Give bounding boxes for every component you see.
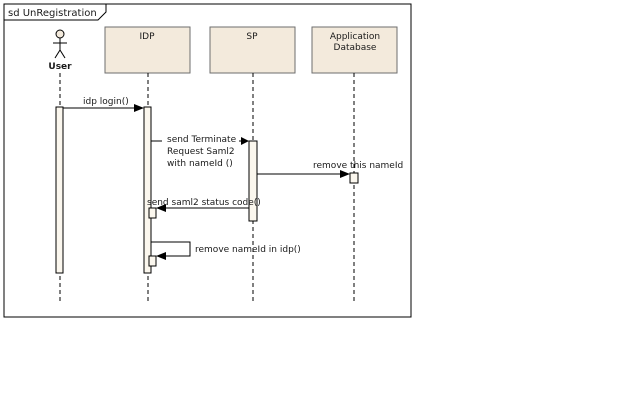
activation-idp bbox=[143, 106, 152, 274]
activation-idp-nested-1 bbox=[148, 207, 157, 219]
message-label-line-2: Request Saml2 bbox=[167, 147, 235, 157]
frame-tab bbox=[4, 4, 107, 21]
participant-box-db bbox=[311, 26, 398, 74]
participant-label-db-line-2: Database bbox=[334, 43, 377, 53]
message-label-line-1: send Terminate bbox=[167, 135, 237, 145]
participant-application-database: Application Database bbox=[311, 26, 398, 302]
arrowhead bbox=[241, 137, 249, 145]
activation-db bbox=[349, 172, 359, 184]
participant-sp: SP bbox=[209, 26, 296, 302]
message-idp-login: idp login() bbox=[63, 97, 144, 112]
message-label: remove nameId in idp() bbox=[195, 245, 301, 255]
arrowhead bbox=[156, 252, 166, 260]
message-send-terminate-request: send Terminate Request Saml2 with nameId… bbox=[151, 135, 249, 169]
activation-idp-nested-2 bbox=[148, 255, 157, 267]
arrowhead bbox=[134, 104, 144, 112]
arrowhead bbox=[156, 204, 166, 212]
participant-box-idp bbox=[104, 26, 191, 74]
message-label-line-3: with nameId () bbox=[167, 159, 233, 169]
message-send-saml2-status-code: send saml2 status code() bbox=[147, 198, 261, 212]
actor-icon bbox=[53, 29, 67, 59]
frame-border bbox=[3, 3, 412, 318]
message-label: idp login() bbox=[83, 97, 129, 107]
message-label: remove this nameId bbox=[313, 161, 403, 171]
frame-title: sd UnRegistration bbox=[8, 8, 97, 19]
activation-user bbox=[55, 106, 64, 274]
participant-label-idp: IDP bbox=[139, 32, 155, 42]
participant-label-user: User bbox=[48, 62, 72, 72]
message-remove-nameid-in-idp: remove nameId in idp() bbox=[151, 241, 301, 260]
activation-sp bbox=[248, 140, 258, 222]
diagram-frame: sd UnRegistration bbox=[3, 3, 412, 318]
participant-idp: IDP bbox=[104, 26, 191, 302]
message-remove-this-nameid: remove this nameId bbox=[257, 161, 403, 178]
participant-label-sp: SP bbox=[246, 32, 258, 42]
message-label: send saml2 status code() bbox=[147, 198, 261, 208]
participant-label-db-line-1: Application bbox=[330, 32, 380, 42]
arrowhead bbox=[340, 170, 350, 178]
participant-user: User bbox=[48, 29, 72, 302]
participant-box-sp bbox=[209, 26, 296, 74]
self-message-line bbox=[151, 241, 191, 257]
